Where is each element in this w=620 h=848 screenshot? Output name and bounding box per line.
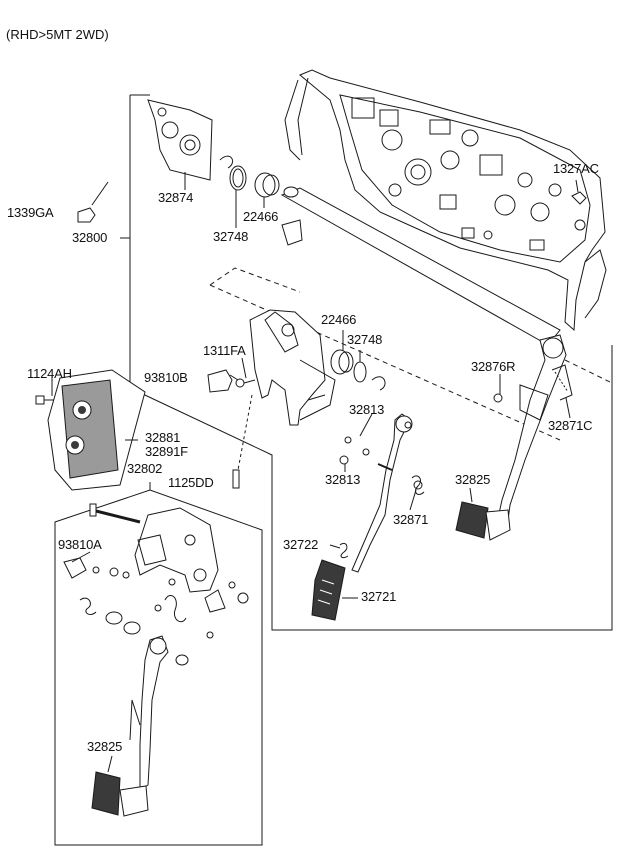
spring-32722 — [339, 542, 349, 559]
label-32871: 32871 — [393, 512, 429, 527]
nut-1339GA — [77, 181, 109, 223]
clutch-bracket-lower — [89, 503, 219, 593]
label-32748-top: 32748 — [213, 229, 249, 244]
label-32813-b: 32813 — [325, 472, 361, 487]
label-32748-mid: 32748 — [347, 332, 383, 347]
label-32825-left: 32825 — [87, 739, 123, 754]
label-93810A: 93810A — [58, 537, 102, 552]
bracket-plate-32874 — [147, 99, 233, 181]
label-1339GA: 1339GA — [7, 205, 54, 220]
pedal-bracket — [249, 309, 336, 426]
spring-32871 — [411, 475, 425, 495]
label-32871C: 32871C — [548, 418, 593, 433]
label-22466-top: 22466 — [243, 209, 279, 224]
label-32800: 32800 — [72, 230, 108, 245]
label-93810B: 93810B — [144, 370, 188, 385]
bolt-1327AC — [571, 179, 587, 205]
assembly-boundary-32802 — [54, 482, 263, 846]
dash-panel-bracket — [284, 69, 607, 332]
label-32876R: 32876R — [471, 359, 516, 374]
bolt-1125DD — [232, 394, 253, 489]
label-32874: 32874 — [158, 190, 194, 205]
switch-93810A — [63, 557, 130, 579]
leader-lines — [51, 172, 571, 773]
assembly-boundary-32800 — [120, 94, 613, 631]
label-32802: 32802 — [127, 461, 163, 476]
label-1125DD: 1125DD — [168, 475, 214, 490]
bushing-32748-mid — [353, 361, 386, 391]
label-32721: 32721 — [361, 589, 397, 604]
clutch-pedal-arm-lower — [129, 635, 189, 791]
pin-32813 — [339, 436, 393, 471]
accelerator-arm — [351, 413, 413, 573]
accelerator-pad-32721 — [311, 559, 346, 621]
label-1311FA: 1311FA — [203, 343, 246, 358]
label-32881: 32881 — [145, 430, 181, 445]
bushing-32748-top — [229, 165, 247, 191]
bushing-22466-top — [254, 172, 280, 198]
bushing-22466-mid — [330, 349, 354, 375]
pedal-pad-32881 — [47, 369, 146, 491]
switch-93810B — [207, 369, 256, 393]
label-32825-right: 32825 — [455, 472, 491, 487]
label-22466-mid: 22466 — [321, 312, 357, 327]
label-1124AH: 1124AH — [27, 366, 72, 381]
label-32891F: 32891F — [145, 444, 188, 459]
small-parts-lower — [79, 578, 249, 639]
pedal-shaft — [280, 186, 561, 346]
label-1327AC: 1327AC — [553, 161, 599, 176]
variant-header: (RHD>5MT 2WD) — [6, 27, 109, 42]
label-32813-a: 32813 — [349, 402, 385, 417]
clutch-pedal-pad-32825 — [91, 771, 149, 817]
label-32722: 32722 — [283, 537, 319, 552]
brake-pedal-pad-32825 — [455, 501, 511, 541]
